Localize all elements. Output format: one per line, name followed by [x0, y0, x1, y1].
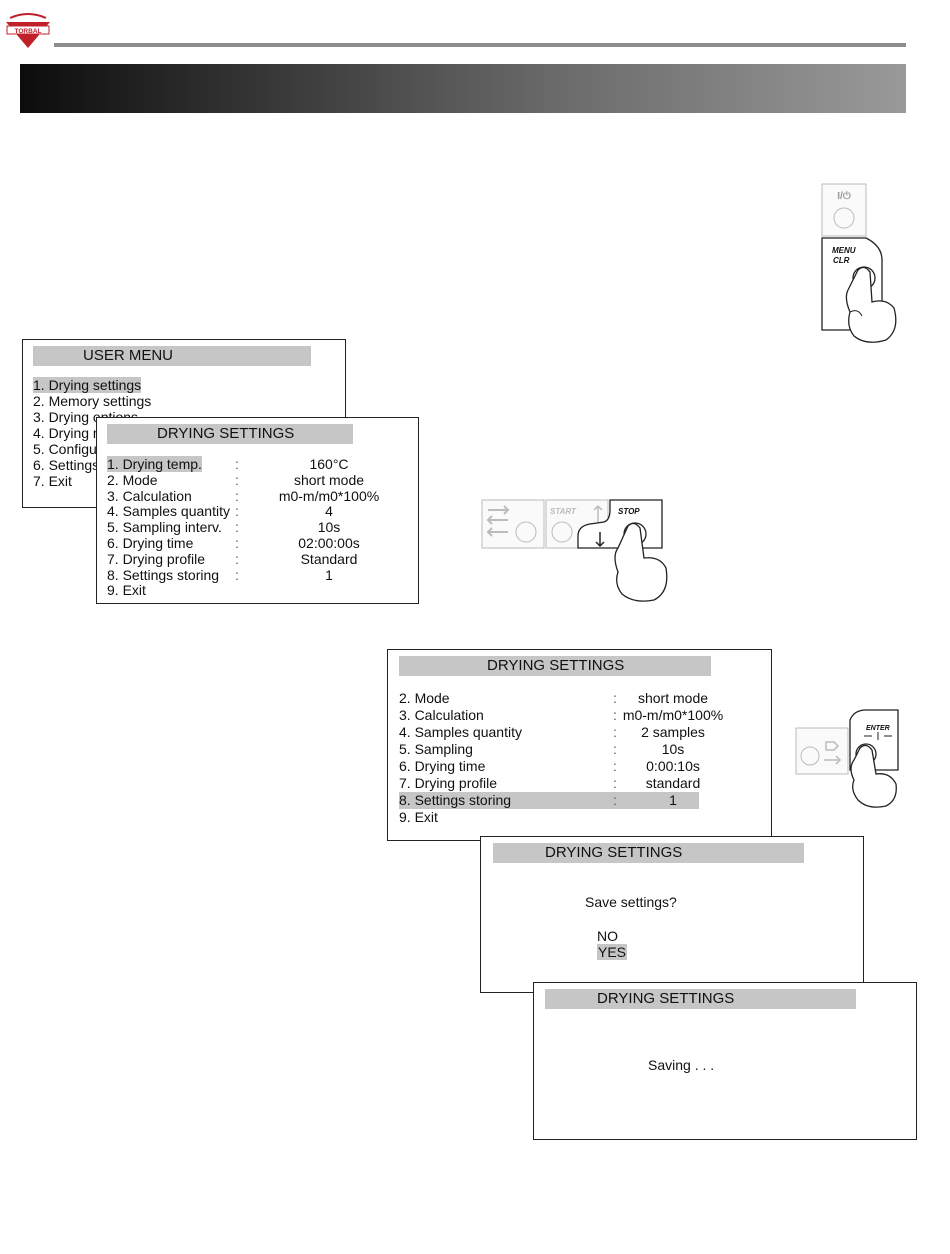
- settings-row-label: 3. Calculation: [399, 707, 484, 723]
- settings-row-value: 02:00:00s: [298, 535, 360, 551]
- settings-row-separator: :: [235, 487, 239, 504]
- section-banner: [20, 64, 906, 113]
- save-question: Save settings?: [585, 894, 677, 910]
- save-settings-dialog: DRYING SETTINGS Save settings? NO YES: [480, 836, 864, 993]
- user-menu-item[interactable]: 7. Exit: [33, 473, 72, 489]
- settings-row[interactable]: 6. Drying time: 02:00:00s: [107, 535, 407, 551]
- settings-row-separator: :: [613, 724, 617, 740]
- settings-row-value: 4: [325, 503, 333, 520]
- settings-row[interactable]: 5. Sampling interv.: 10s: [107, 519, 407, 535]
- settings-row-separator: :: [613, 707, 617, 723]
- settings-row-value: 1: [325, 566, 333, 583]
- settings-row-separator: :: [235, 503, 239, 520]
- header-rule: [54, 43, 906, 47]
- menu-key-label: MENU: [832, 246, 856, 255]
- settings-row-label: 6. Drying time: [399, 758, 486, 774]
- settings-row-separator: :: [613, 741, 617, 757]
- settings-row-label: 2. Mode: [399, 690, 450, 706]
- user-menu-title: USER MENU: [33, 346, 311, 366]
- settings-row-value: 10s: [317, 519, 341, 536]
- option-no[interactable]: NO: [597, 928, 618, 944]
- drying-settings-title: DRYING SETTINGS: [107, 424, 353, 444]
- settings-row-label: 8. Settings storing: [399, 792, 512, 808]
- settings-row-value: short mode: [637, 690, 709, 706]
- settings-row[interactable]: 1. Drying temp.: 160°C: [107, 456, 407, 472]
- settings-row[interactable]: 7. Drying profile: standard: [399, 775, 701, 792]
- enter-key-label: ENTER: [866, 725, 890, 732]
- start-key-label: START: [550, 507, 577, 516]
- settings-row[interactable]: 8. Settings storing: 1: [399, 792, 699, 809]
- settings-row-value: Standard: [300, 550, 358, 567]
- settings-row-label: 1. Drying temp.: [107, 456, 202, 472]
- settings-row-label: 7. Drying profile: [107, 550, 206, 567]
- settings-row-label: 6. Drying time: [107, 535, 194, 551]
- settings-row-label: 9. Exit: [107, 582, 146, 599]
- settings-row-label: 4. Samples quantity: [399, 724, 522, 740]
- settings-row[interactable]: 4. Samples quantity: 4: [107, 503, 407, 519]
- settings-row-value: 160°C: [309, 456, 349, 472]
- settings-row-separator: :: [613, 775, 617, 791]
- drying-settings-title: DRYING SETTINGS: [399, 656, 711, 676]
- power-key-label: I/⏻: [837, 190, 851, 202]
- saving-dialog: DRYING SETTINGS Saving . . .: [533, 982, 917, 1140]
- settings-row[interactable]: 7. Drying profile: Standard: [107, 551, 407, 567]
- settings-row-separator: :: [235, 471, 239, 488]
- enter-key-illustration: ENTER: [795, 709, 899, 808]
- settings-row-value: 0:00:10s: [646, 758, 700, 774]
- menu-clr-key-illustration: I/⏻ MENU CLR: [821, 183, 897, 343]
- settings-row-value: 2 samples: [641, 724, 705, 740]
- saving-message: Saving . . .: [648, 1057, 715, 1073]
- settings-row-value: 1: [669, 792, 677, 808]
- settings-row-label: 5. Sampling: [399, 741, 473, 757]
- settings-row-separator: :: [613, 792, 617, 808]
- settings-row-separator: :: [235, 519, 239, 536]
- settings-row-value: m0-m/m0*100%: [622, 707, 724, 723]
- settings-row[interactable]: 6. Drying time: 0:00:10s: [399, 758, 700, 775]
- settings-row-separator: :: [235, 456, 239, 472]
- settings-row-label: 5. Sampling interv.: [107, 519, 222, 536]
- settings-row-label: 4. Samples quantity: [107, 503, 230, 520]
- user-menu-item[interactable]: 1. Drying settings: [33, 377, 142, 393]
- settings-row-separator: :: [613, 690, 617, 706]
- torbal-logo: TORBAL: [6, 13, 50, 48]
- settings-row[interactable]: 3. Calculation: m0-m/m0*100%: [107, 488, 407, 504]
- settings-row-label: 9. Exit: [399, 809, 438, 825]
- svg-text:TORBAL: TORBAL: [15, 28, 42, 35]
- settings-row[interactable]: 4. Samples quantity: 2 samples: [399, 724, 705, 741]
- settings-row-value: short mode: [293, 471, 365, 488]
- settings-row[interactable]: 2. Mode: short mode: [399, 690, 708, 707]
- settings-row-value: standard: [645, 775, 701, 791]
- settings-row-label: 7. Drying profile: [399, 775, 498, 791]
- user-menu-item[interactable]: 6. Settings: [33, 457, 100, 473]
- save-dialog-title: DRYING SETTINGS: [493, 843, 804, 863]
- settings-row-label: 2. Mode: [107, 471, 158, 488]
- saving-dialog-title: DRYING SETTINGS: [545, 989, 856, 1009]
- settings-row-separator: :: [235, 566, 239, 583]
- settings-row-label: 3. Calculation: [107, 487, 192, 504]
- settings-row-separator: :: [235, 535, 239, 551]
- settings-row[interactable]: 3. Calculation: m0-m/m0*100%: [399, 707, 723, 724]
- settings-row[interactable]: 9. Exit: [107, 582, 407, 598]
- settings-row-label: 8. Settings storing: [107, 566, 220, 583]
- stop-key-illustration: START STOP: [481, 499, 668, 602]
- settings-row[interactable]: 9. Exit: [399, 809, 699, 826]
- settings-row[interactable]: 5. Sampling: 10s: [399, 741, 699, 758]
- clr-key-label: CLR: [833, 256, 850, 265]
- settings-row-value: 10s: [661, 741, 685, 757]
- option-yes[interactable]: YES: [597, 944, 628, 960]
- stop-key-label: STOP: [618, 507, 640, 516]
- settings-row-value: m0-m/m0*100%: [278, 487, 380, 504]
- settings-row[interactable]: 8. Settings storing: 1: [107, 567, 407, 583]
- settings-row[interactable]: 2. Mode: short mode: [107, 472, 407, 488]
- user-menu-item[interactable]: 2. Memory settings: [33, 393, 152, 409]
- settings-row-separator: :: [613, 758, 617, 774]
- settings-row-separator: :: [235, 550, 239, 567]
